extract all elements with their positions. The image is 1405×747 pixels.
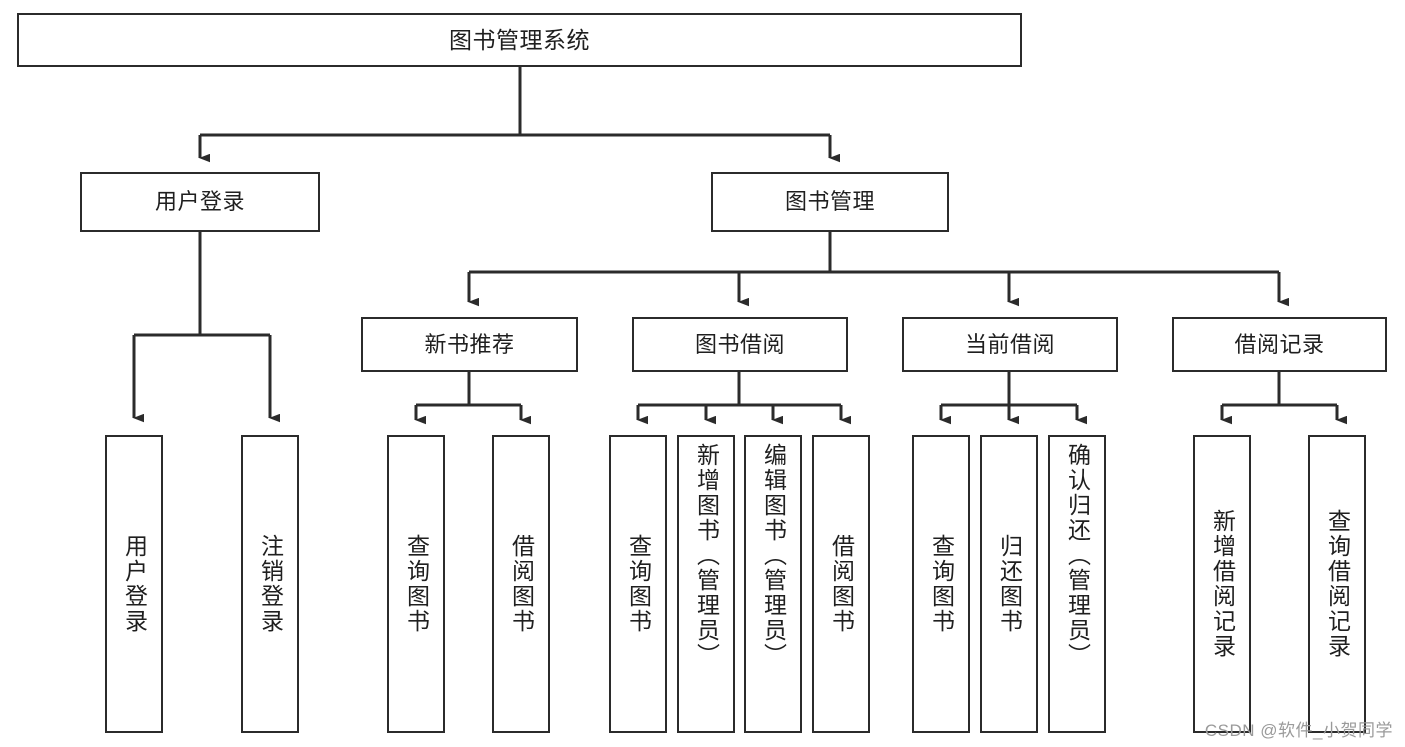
node-label: 新增图书（管理员） <box>693 443 720 668</box>
node-book-management[interactable]: 图书管理 <box>711 172 949 232</box>
node-root-book-management-system[interactable]: 图书管理系统 <box>17 13 1022 67</box>
node-label: 图书管理 <box>784 189 875 215</box>
leaf-logout-login[interactable]: 注销登录 <box>241 435 299 733</box>
node-borrow-record[interactable]: 借阅记录 <box>1172 317 1387 372</box>
leaf-return-book[interactable]: 归还图书 <box>980 435 1038 733</box>
node-label: 用户登录 <box>154 189 245 215</box>
node-label: 新书推荐 <box>424 331 515 357</box>
node-label: 编辑图书（管理员） <box>760 443 787 668</box>
node-label: 借阅图书 <box>508 534 535 634</box>
node-label: 新增借阅记录 <box>1209 509 1236 659</box>
watermark: CSDN @软件_小贺同学 <box>1204 721 1393 740</box>
leaf-query-book-borrow[interactable]: 查询图书 <box>609 435 667 733</box>
node-book-borrow[interactable]: 图书借阅 <box>632 317 848 372</box>
leaf-edit-book-admin[interactable]: 编辑图书（管理员） <box>744 435 802 733</box>
node-new-book-recommend[interactable]: 新书推荐 <box>361 317 578 372</box>
node-user-login[interactable]: 用户登录 <box>80 172 320 232</box>
node-label: 归还图书 <box>996 534 1023 634</box>
leaf-query-borrow-record[interactable]: 查询借阅记录 <box>1308 435 1366 733</box>
node-label: 用户登录 <box>121 534 148 634</box>
leaf-borrow-book-borrow[interactable]: 借阅图书 <box>812 435 870 733</box>
leaf-borrow-book-new-recommend[interactable]: 借阅图书 <box>492 435 550 733</box>
leaf-confirm-return-admin[interactable]: 确认归还（管理员） <box>1048 435 1106 733</box>
leaf-query-book-current[interactable]: 查询图书 <box>912 435 970 733</box>
leaf-user-login[interactable]: 用户登录 <box>105 435 163 733</box>
leaf-add-book-admin[interactable]: 新增图书（管理员） <box>677 435 735 733</box>
node-label: 注销登录 <box>257 534 284 634</box>
node-label: 图书借阅 <box>694 331 785 357</box>
node-label: 查询图书 <box>403 534 430 634</box>
node-label: 确认归还（管理员） <box>1064 443 1091 668</box>
node-label: 查询图书 <box>625 534 652 634</box>
node-label: 当前借阅 <box>964 331 1055 357</box>
node-label: 借阅记录 <box>1234 331 1325 357</box>
node-label: 借阅图书 <box>828 534 855 634</box>
node-label: 查询借阅记录 <box>1324 509 1351 659</box>
node-current-borrow[interactable]: 当前借阅 <box>902 317 1118 372</box>
node-label: 查询图书 <box>928 534 955 634</box>
node-label: 图书管理系统 <box>449 26 590 53</box>
leaf-add-borrow-record[interactable]: 新增借阅记录 <box>1193 435 1251 733</box>
leaf-query-book-new-recommend[interactable]: 查询图书 <box>387 435 445 733</box>
